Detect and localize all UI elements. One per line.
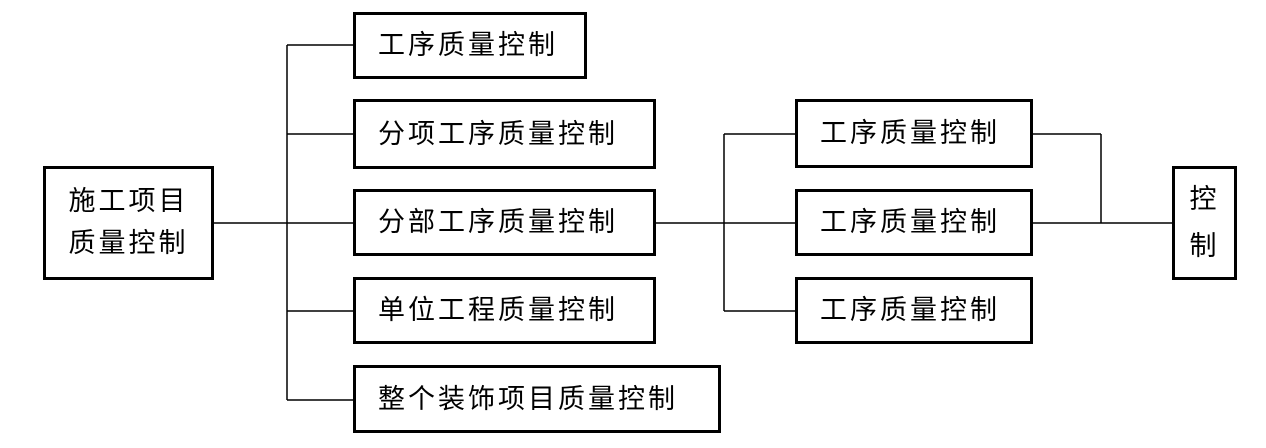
stage-label: 分项工序质量控制 — [378, 118, 618, 150]
control-label-char-2: 制 — [1189, 231, 1220, 262]
stage-box-whole-decoration-project: 整个装饰项目质量控制 — [353, 365, 721, 433]
process-label: 工序质量控制 — [820, 207, 1000, 238]
stage-label: 整个装饰项目质量控制 — [378, 383, 678, 415]
process-label: 工序质量控制 — [820, 118, 1000, 149]
process-box-3: 工序质量控制 — [795, 277, 1033, 344]
control-box: 控 制 — [1172, 166, 1237, 280]
process-label: 工序质量控制 — [820, 295, 1000, 326]
stage-box-unit-project: 单位工程质量控制 — [353, 277, 656, 344]
stage-label: 工序质量控制 — [378, 30, 558, 61]
process-box-1: 工序质量控制 — [795, 99, 1033, 168]
control-label-char-1: 控 — [1189, 183, 1220, 215]
stage-label: 分部工序质量控制 — [378, 207, 618, 238]
process-box-2: 工序质量控制 — [795, 189, 1033, 256]
stage-box-process: 工序质量控制 — [353, 12, 587, 79]
project-quality-control-box: 施工项目 质量控制 — [43, 166, 214, 280]
stage-label: 单位工程质量控制 — [378, 295, 618, 326]
root-label-line-1: 施工项目 — [68, 186, 189, 218]
stage-box-sub-item: 分项工序质量控制 — [353, 99, 656, 169]
stage-box-division: 分部工序质量控制 — [353, 189, 656, 256]
root-label-line-2: 质量控制 — [68, 228, 189, 259]
